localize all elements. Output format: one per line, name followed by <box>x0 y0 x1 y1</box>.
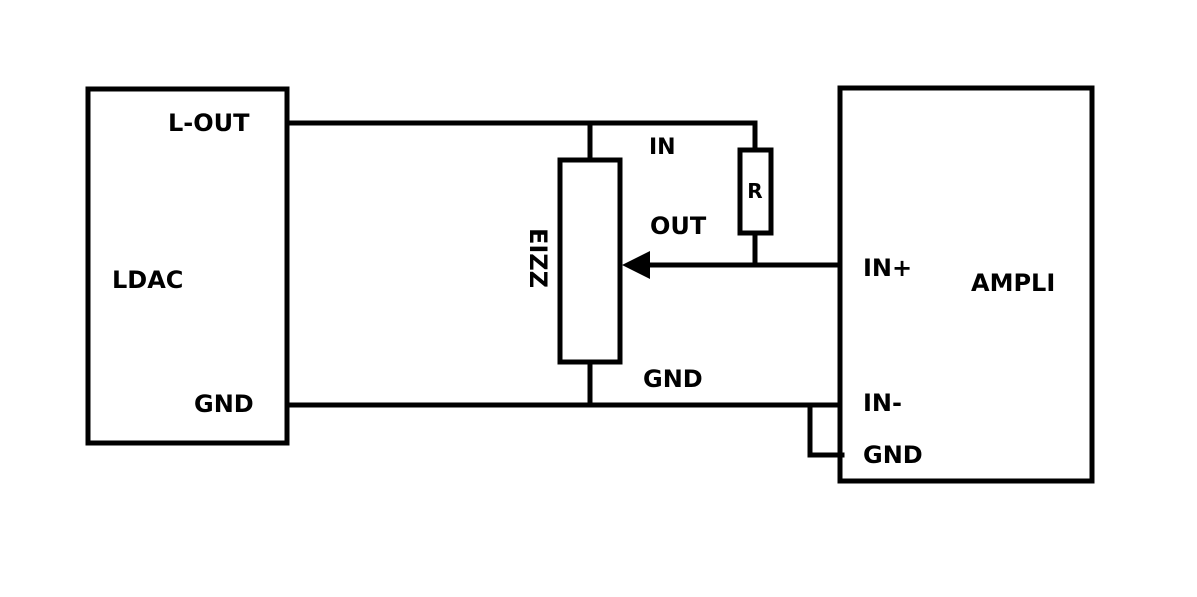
ldac-gnd-label: GND <box>194 390 254 418</box>
ampli-name: AMPLI <box>971 269 1055 297</box>
ldac-block <box>85 86 290 446</box>
resistor-name: R <box>747 179 762 203</box>
wires <box>286 120 845 458</box>
ampli-in-plus-label: IN+ <box>863 254 912 282</box>
ldac-l-out-label: L-OUT <box>168 109 250 137</box>
potentiometer-body <box>557 157 623 365</box>
ampli-gnd-label: GND <box>863 441 923 469</box>
potentiometer-wiper-arrow <box>622 251 650 279</box>
potentiometer-out-label: OUT <box>650 212 707 240</box>
ldac-name: LDAC <box>112 266 183 294</box>
potentiometer-name: EIZZ <box>524 228 552 288</box>
resistor-body <box>737 147 774 236</box>
ampli-block <box>837 85 1095 484</box>
ampli-in-minus-label: IN- <box>863 389 902 417</box>
potentiometer-in-label: IN <box>649 135 676 160</box>
potentiometer-gnd-label: GND <box>643 365 703 393</box>
